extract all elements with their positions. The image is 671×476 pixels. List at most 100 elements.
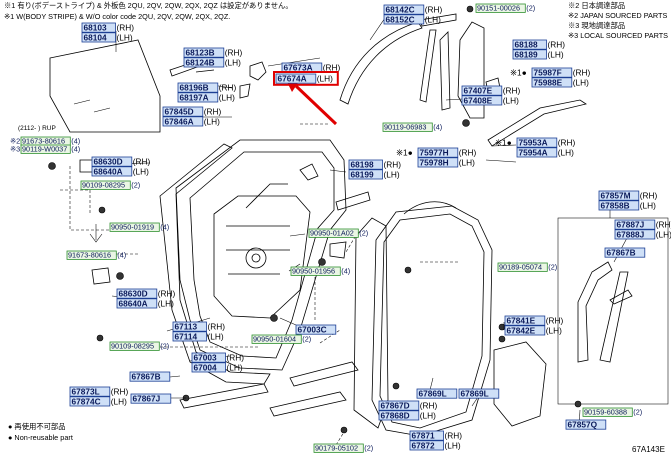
fastener-number[interactable]: 90189-05074 — [499, 263, 542, 272]
part-number-box[interactable] — [604, 247, 646, 258]
part-number-box[interactable] — [409, 440, 444, 451]
fastener-number[interactable]: 90109-08295 — [82, 181, 125, 190]
fastener-number[interactable]: 91673-80616 — [68, 251, 111, 260]
fastener-label-f90119a[interactable]: 90119-06983(4) — [382, 122, 442, 132]
part-label-p67407[interactable]: 67407E(RH)67408E(LH) — [461, 86, 521, 106]
part-number-box[interactable] — [512, 39, 547, 50]
part-number[interactable]: 67846A — [165, 116, 194, 126]
part-number-box[interactable] — [172, 321, 207, 332]
part-number[interactable]: 67867D — [381, 401, 410, 411]
fastener-number[interactable]: 90950-01604 — [253, 335, 296, 344]
fastener-box[interactable] — [109, 341, 160, 351]
part-number-box[interactable] — [129, 371, 171, 382]
part-number[interactable]: 75953A — [519, 138, 548, 148]
part-number[interactable]: 67841E — [507, 316, 536, 326]
part-label-p67857q[interactable]: 67857Q — [565, 419, 607, 430]
part-number[interactable]: 68640A — [119, 298, 148, 308]
part-number[interactable]: 67857Q — [568, 420, 598, 430]
part-label-p75953[interactable]: ※1●75953A(RH)75954A(LH) — [495, 138, 576, 158]
fastener-label-f90950b[interactable]: 90950-01A02(2) — [308, 228, 368, 238]
fastener-box[interactable] — [20, 144, 71, 154]
part-number[interactable]: 75954A — [519, 147, 548, 157]
part-number-box[interactable] — [458, 388, 500, 399]
part-number-box[interactable] — [295, 324, 337, 335]
fastener-number[interactable]: 90159-60388 — [584, 408, 627, 417]
part-number[interactable]: 67869L — [419, 389, 447, 399]
fastener-box[interactable] — [80, 180, 131, 190]
part-label-p68196[interactable]: 68196B(RH)68197A(LH) — [177, 82, 237, 103]
part-number[interactable]: 75977H — [420, 148, 449, 158]
part-number[interactable]: 75978H — [420, 157, 449, 167]
part-number[interactable]: 67003C — [298, 325, 327, 335]
part-label-p67841[interactable]: 67841E(RH)67842E(LH) — [504, 315, 564, 336]
part-number[interactable]: 67842E — [507, 325, 536, 335]
part-label-p67867j[interactable]: 67867J — [130, 393, 172, 404]
fastener-label-f90189[interactable]: 90189-05074(2) — [497, 262, 557, 272]
part-number-box[interactable] — [598, 200, 640, 211]
part-number-box[interactable] — [461, 95, 503, 106]
fastener-box[interactable] — [497, 262, 548, 272]
part-number-box[interactable] — [183, 47, 225, 58]
part-number[interactable]: 67868D — [381, 410, 410, 420]
part-number[interactable]: 67113 — [175, 322, 198, 332]
part-label-p68103[interactable]: 68103(RH)68104(LH) — [81, 22, 134, 43]
part-number-box[interactable] — [177, 92, 219, 103]
part-number-box[interactable] — [162, 106, 204, 117]
part-number[interactable]: 68196B — [180, 83, 209, 93]
part-number[interactable]: 68198 — [351, 160, 374, 170]
part-number[interactable]: 67867B — [132, 372, 161, 382]
part-number[interactable]: 68197A — [180, 92, 209, 102]
part-label-p67887[interactable]: 67887J(RH)67888J(LH) — [614, 219, 671, 240]
fastener-number[interactable]: 90119-W0037 — [22, 145, 67, 154]
part-number[interactable]: 67845D — [165, 107, 194, 117]
part-number[interactable]: 68124B — [186, 57, 215, 67]
part-label-p75987[interactable]: ※1●75987F(RH)75988E(LH) — [510, 68, 591, 88]
part-number[interactable]: 67003 — [194, 353, 217, 363]
fastener-number[interactable]: 90950-01919 — [111, 223, 154, 232]
part-number-box[interactable] — [130, 393, 172, 404]
fastener-number[interactable]: 91673-80616 — [22, 137, 65, 146]
part-number[interactable]: 68152C — [386, 14, 415, 24]
part-number-box[interactable] — [275, 73, 317, 84]
part-number-box[interactable] — [191, 362, 226, 373]
part-number[interactable]: 67874C — [72, 396, 101, 406]
part-number-box[interactable] — [348, 169, 383, 180]
part-number-box[interactable] — [504, 325, 546, 336]
part-label-p67845[interactable]: 67845D(RH)67846A(LH) — [162, 106, 222, 127]
part-number-box[interactable] — [614, 229, 656, 240]
fastener-number[interactable]: 90109-08295 — [111, 342, 154, 351]
fastener-box[interactable] — [251, 334, 302, 344]
part-label-p75977[interactable]: ※1●75977H(RH)75978H(LH) — [396, 148, 477, 168]
part-label-p68198[interactable]: 68198(RH)68199(LH) — [348, 159, 401, 180]
fastener-box[interactable] — [382, 122, 433, 132]
part-number[interactable]: 68189 — [515, 49, 538, 59]
part-label-p67867a[interactable]: 67867B — [129, 371, 171, 382]
part-number[interactable]: 67673A — [284, 63, 313, 73]
fastener-box[interactable] — [66, 250, 117, 260]
fastener-number[interactable]: 90950-01A02 — [310, 229, 354, 238]
part-number-box[interactable] — [614, 219, 656, 230]
fastener-box[interactable] — [109, 222, 160, 232]
fastener-label-f91673b[interactable]: 91673-80616(4) — [66, 250, 126, 260]
fastener-box[interactable] — [582, 407, 633, 417]
part-number[interactable]: 67869L — [461, 389, 489, 399]
part-label-p67857[interactable]: 67857M(RH)67858B(LH) — [598, 190, 658, 211]
part-number-box[interactable] — [409, 430, 444, 441]
part-number[interactable]: 68630D — [94, 157, 123, 167]
part-number-box[interactable] — [598, 190, 640, 201]
part-number-box[interactable] — [69, 396, 111, 407]
part-number-box[interactable] — [177, 82, 219, 93]
part-label-p67869l1[interactable]: 67869L — [416, 388, 458, 399]
fastener-label-f90151[interactable]: 90151-00026(2) — [475, 3, 535, 13]
fastener-label-f90950a[interactable]: 90950-01919(4) — [109, 222, 169, 232]
part-number[interactable]: 68199 — [351, 169, 374, 179]
fastener-label-f90159[interactable]: 90159-60388(2) — [582, 407, 642, 417]
part-label-p68188[interactable]: 68188(RH)68189(LH) — [512, 39, 565, 60]
part-number-box[interactable] — [516, 137, 558, 148]
part-number-box[interactable] — [191, 352, 226, 363]
part-number-box[interactable] — [91, 156, 133, 167]
part-number-box[interactable] — [512, 49, 547, 60]
part-number-box[interactable] — [81, 32, 116, 43]
fastener-label-f90109a[interactable]: 90109-08295(2) — [80, 180, 140, 190]
